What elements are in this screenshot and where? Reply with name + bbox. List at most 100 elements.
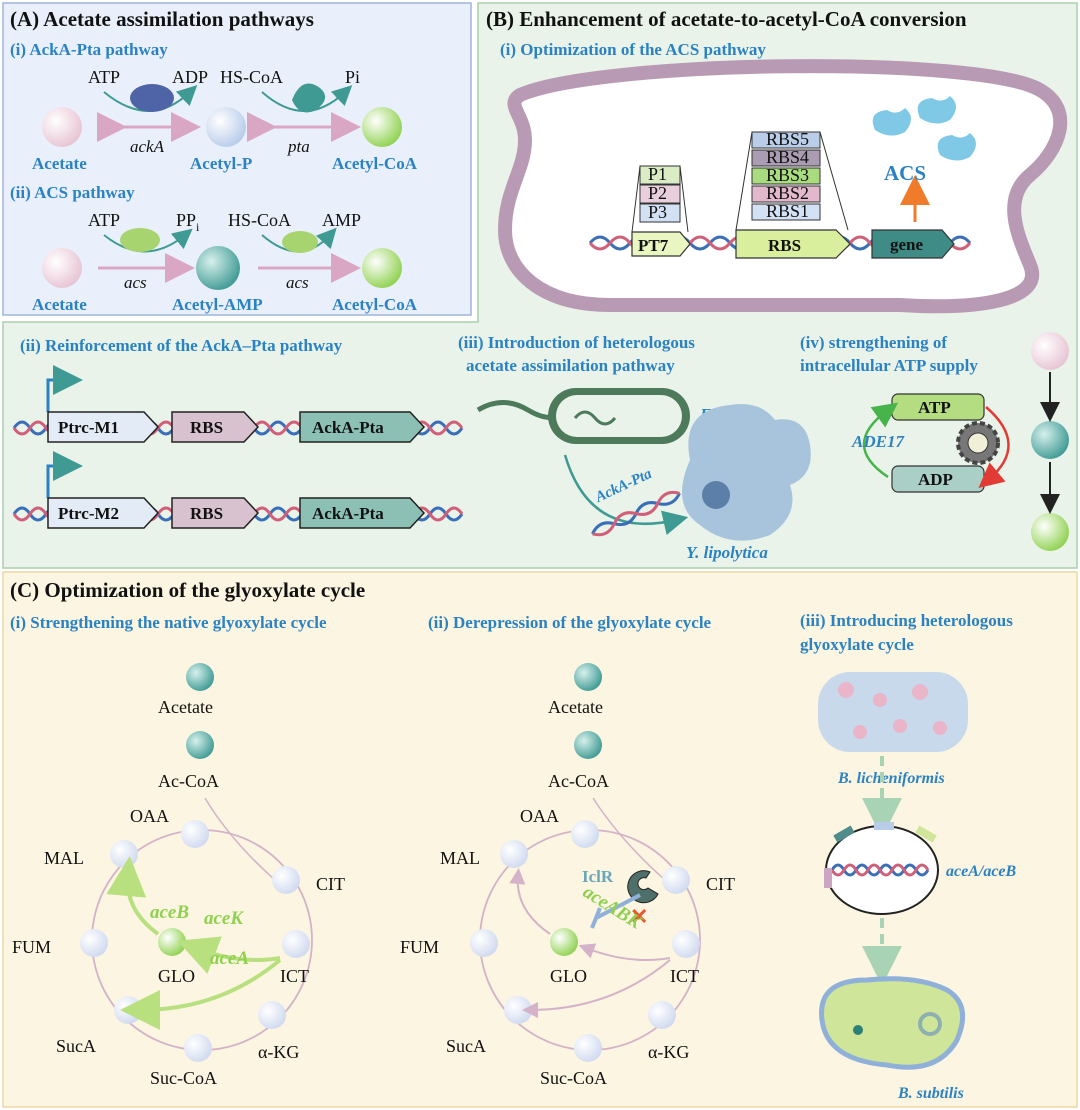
promoter-p1-box [639,165,681,185]
c1-accoa-to-cit [204,797,276,881]
ptrc-m2-block [47,497,160,529]
rbs5-label: RBS5 [766,129,809,149]
a2-acetylcoa-sphere [362,248,402,288]
plasmid-part-4 [824,868,832,888]
iclr-label: IclR [582,867,614,886]
c1-glo-label: GLO [158,966,195,986]
atp-label: ATP [918,398,951,417]
rbs-stack: RBS5 RBS4 RBS3 RBS2 RBS1 [735,129,849,231]
bsubtilis-cell-icon [819,976,966,1070]
acs-enzyme-icon-1 [120,228,160,252]
c2-accoa-sphere [574,731,602,759]
promoter-stack: P1 P2 P3 [631,164,689,233]
transfer-arrow [563,454,689,536]
adp-label: ADP [918,470,953,489]
c1-succoa-label: Suc-CoA [150,1068,217,1088]
ackpta-m2-block [299,497,426,529]
c1-cit-sphere [272,866,300,894]
a2-acs-label-2: acs [286,273,309,292]
a2-ppi-label: PPi [176,210,200,234]
a1-acetate-label: Acetate [32,154,87,173]
c2-mal-sphere [500,840,528,868]
c1-ict-to-glo-arrow [177,936,281,974]
blicheniformis-label: B. licheniformis [837,770,945,787]
a1-acetylcoa-sphere [362,107,402,147]
promoter-p2-box [639,184,681,204]
rbs4-label: RBS4 [766,147,809,167]
c2-ict-to-glo-arrow [578,943,671,962]
c1-akg-label: α-KG [258,1042,299,1062]
panel-c-sub3-line2: glyoxylate cycle [800,635,914,654]
c1-acetate-sphere [186,663,214,691]
ecoli-cytoplasm [556,395,682,437]
blicheniformis-cell-icon [818,672,968,752]
c2-cit-sphere [662,866,690,894]
c1-glo-to-mal-arrow [106,856,160,936]
a1-pta-label: pta [287,137,310,156]
c1-oaa-sphere [181,820,209,848]
acs-protein-icon-3 [937,133,976,161]
m1-promoter-arrow [46,365,83,412]
a1-acetate-sphere [42,107,82,147]
plasmid-part-1 [833,825,855,843]
promoter-fan-left [631,165,641,233]
ptrc-m1-label: Ptrc-M1 [58,418,119,437]
acs-protein-icon-2 [917,96,956,124]
c2-suca-label: SucA [446,1036,486,1056]
acka-enzyme-icon [130,84,174,112]
c2-acetate-sphere [574,663,602,691]
acs-label: ACS [884,161,926,185]
panel-b-title: (B) Enhancement of acetate-to-acetyl-CoA… [486,7,967,31]
c1-suca-label: SucA [56,1036,96,1056]
c2-oaa-label: OAA [520,806,559,826]
a1-hscoa-label: HS-CoA [220,67,283,87]
pt7-block [631,231,691,257]
c2-akg-label: α-KG [648,1042,689,1062]
gene-block [871,229,955,259]
blich-granule-3 [912,684,928,700]
rbs1-box [751,203,821,221]
acs-protein-icon-1 [872,108,911,136]
a2-acetate-label: Acetate [32,295,87,314]
iclr-protein-icon [627,870,659,904]
a2-acetate-sphere [42,248,82,288]
ylipolytica-label: Y. lipolytica [686,543,768,562]
plasmid-dna-b [830,863,930,877]
acea-aceb-label: aceA/aceB [946,863,1017,880]
rbs3-box [751,167,821,185]
panel-c: (C) Optimization of the glyoxylate cycle… [2,571,1078,1108]
atp-acetylamp-sphere [1031,421,1069,459]
rbs-m1-label: RBS [190,418,223,437]
rbs-fan-right [819,131,849,231]
c1-ict-label: ICT [280,966,309,986]
c2-ict-label: ICT [670,966,699,986]
a1-adp-label: ADP [172,67,208,87]
c1-fum-sphere [80,929,108,957]
bsub-dot [853,1025,863,1035]
rbs-fan-left [735,131,753,231]
ptrc-m2-label: Ptrc-M2 [58,504,119,523]
panel-b: (B) Enhancement of acetate-to-acetyl-CoA… [2,2,1078,569]
c1-acek-label: aceK [204,908,244,929]
panel-a-sub2: (ii) ACS pathway [10,183,135,202]
promoter-fan-right [679,165,689,233]
rbs5-box [751,131,821,149]
c2-oaa-sphere [571,820,599,848]
c1-accoa-label: Ac-CoA [158,771,219,791]
panel-c-title: (C) Optimization of the glyoxylate cycle [10,578,365,602]
rbs2-label: RBS2 [766,183,809,203]
adp-to-atp-arrow [862,402,899,479]
heterologous-glyoxylate: B. licheniformis aceA/aceB B. subtilis [818,672,1017,1102]
c2-cit-label: CIT [706,874,735,894]
panel-a-sub1: (i) AckA-Pta pathway [10,40,168,59]
block-x-icon: ✕ [630,904,648,929]
c2-acetate-label: Acetate [548,697,603,717]
gear-hub [967,432,989,454]
c2-mal-label: MAL [440,848,480,868]
plasmid-part-3 [915,825,937,843]
c1-acetate-label: Acetate [158,697,213,717]
c1-ict-to-suca-arrow [120,958,282,1030]
pta-enzyme-icon [292,83,326,113]
panel-b-sub4-line2: intracellular ATP supply [800,356,978,375]
